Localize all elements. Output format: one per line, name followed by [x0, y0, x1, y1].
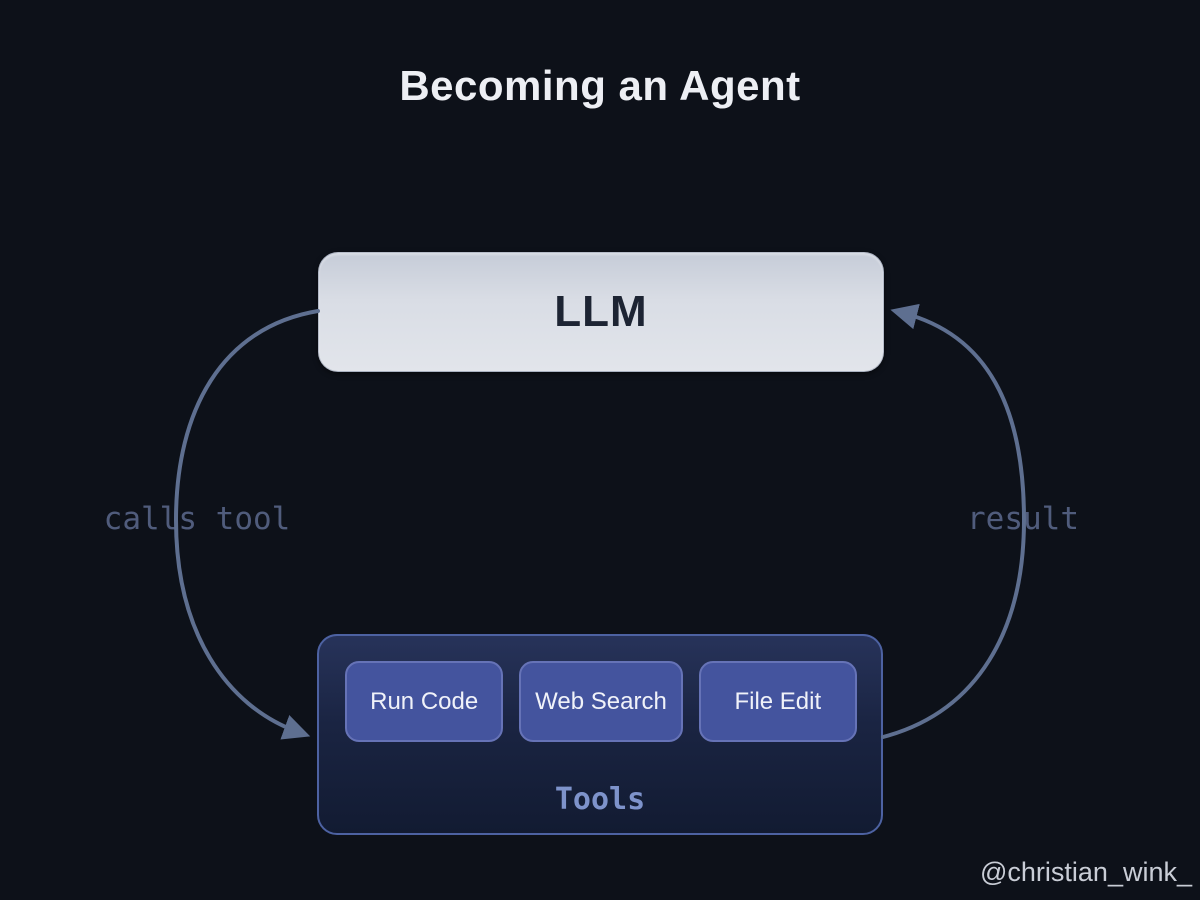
- tool-chip-row: Run Code Web Search File Edit: [345, 661, 857, 742]
- watermark: @christian_wink_: [980, 857, 1192, 887]
- edge-label-result: result: [967, 501, 1079, 537]
- llm-node: LLM: [318, 252, 884, 372]
- llm-node-label: LLM: [554, 287, 648, 336]
- tool-chip-run-code: Run Code: [345, 661, 504, 742]
- tool-chip-file-edit: File Edit: [698, 661, 857, 742]
- tool-chip-web-search: Web Search: [519, 661, 683, 742]
- tools-node-label: Tools: [554, 782, 646, 817]
- edge-label-calls-tool: calls tool: [103, 501, 291, 537]
- tools-node: Run Code Web Search File Edit Tools: [317, 634, 883, 835]
- page-title: Becoming an Agent: [399, 62, 801, 109]
